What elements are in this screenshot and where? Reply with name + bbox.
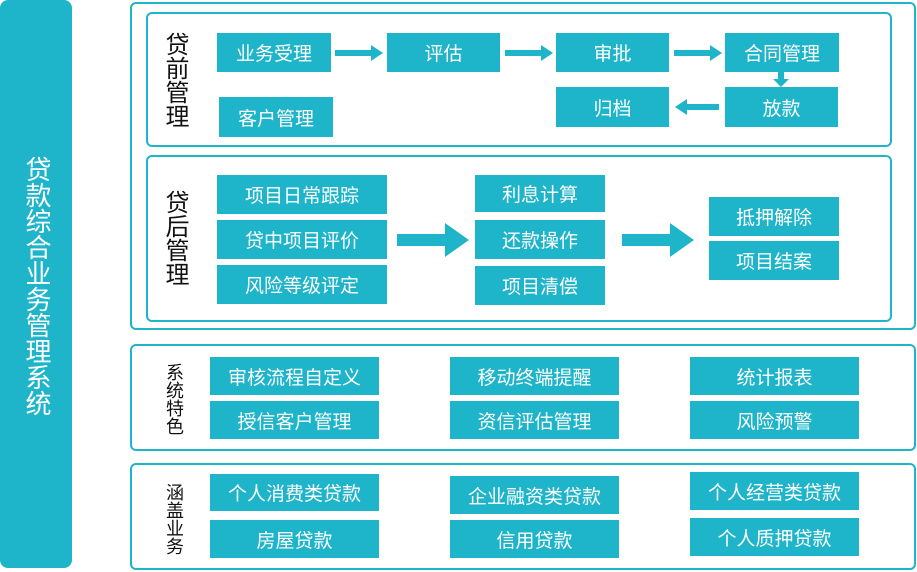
pre-loan-label: 贷前管理	[161, 32, 189, 128]
step-business-acceptance: 业务受理	[217, 33, 331, 72]
customer-management-box: 客户管理	[219, 97, 333, 137]
features-label: 系统特色	[163, 363, 184, 435]
system-title-banner: 贷款综合业务管理系统	[0, 0, 72, 568]
arrow-right-icon	[505, 45, 553, 61]
coverage-personal-consumer-loan: 个人消费类贷款	[210, 474, 379, 511]
step-contract-management: 合同管理	[725, 33, 839, 72]
feature-custom-approval-flow: 审核流程自定义	[210, 357, 379, 395]
feature-mobile-reminder: 移动终端提醒	[450, 357, 619, 395]
post-loan-label: 贷后管理	[161, 190, 189, 286]
arrow-down-icon	[773, 72, 789, 87]
coverage-housing-loan: 房屋贷款	[210, 520, 379, 558]
arrow-left-icon	[675, 99, 719, 115]
arrow-right-icon	[622, 223, 694, 257]
step-disbursement: 放款	[725, 87, 838, 127]
coverage-personal-business-loan: 个人经营类贷款	[690, 472, 859, 510]
task-mortgage-release: 抵押解除	[709, 197, 839, 236]
coverage-credit-loan: 信用贷款	[450, 520, 619, 558]
step-archive: 归档	[556, 87, 669, 127]
task-interest-calculation: 利息计算	[475, 175, 605, 212]
system-title: 贷款综合业务管理系统	[21, 156, 51, 416]
task-project-closure: 项目结案	[709, 241, 839, 280]
task-mid-loan-evaluation: 贷中项目评价	[217, 220, 387, 259]
coverage-label: 涵盖业务	[163, 483, 184, 555]
arrow-right-icon	[335, 45, 383, 61]
coverage-personal-pledge-loan: 个人质押贷款	[690, 518, 859, 556]
step-approval: 审批	[556, 33, 669, 72]
arrow-right-icon	[397, 223, 469, 257]
feature-credit-assessment-mgmt: 资信评估管理	[450, 401, 619, 439]
task-risk-rating: 风险等级评定	[217, 265, 387, 304]
feature-statistics-report: 统计报表	[690, 357, 859, 395]
feature-risk-warning: 风险预警	[690, 401, 859, 439]
arrow-right-icon	[674, 45, 722, 61]
coverage-enterprise-financing-loan: 企业融资类贷款	[450, 476, 619, 514]
feature-credit-customer-mgmt: 授信客户管理	[210, 401, 379, 439]
task-daily-tracking: 项目日常跟踪	[217, 175, 387, 214]
task-project-settlement: 项目清偿	[475, 266, 605, 305]
task-repayment: 还款操作	[475, 220, 605, 259]
step-evaluation: 评估	[387, 33, 500, 72]
